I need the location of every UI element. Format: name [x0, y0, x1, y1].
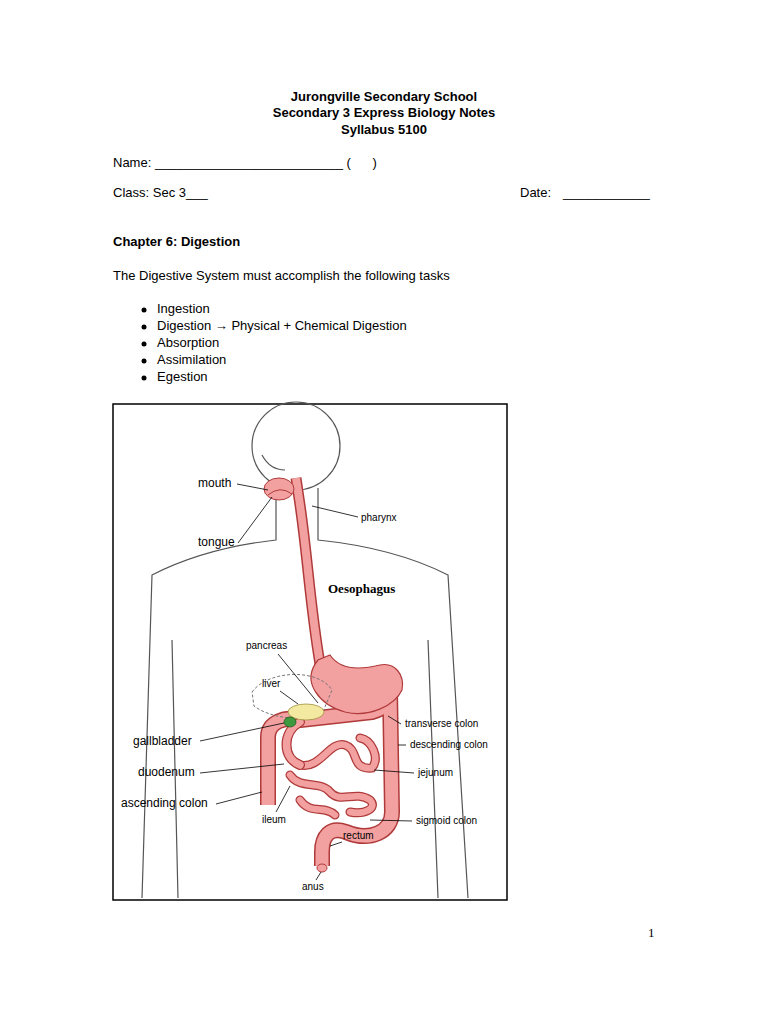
organ-label: rectum	[343, 830, 374, 842]
date-blank: ____________	[563, 186, 650, 201]
chapter-title: Chapter 6: Digestion	[113, 235, 240, 250]
organ-label: transverse colon	[405, 718, 478, 730]
school-name: Jurongville Secondary School	[0, 90, 768, 105]
notes-title: Secondary 3 Express Biology Notes	[0, 106, 768, 121]
organ-label: tongue	[198, 536, 235, 550]
organ-label: ileum	[262, 814, 286, 826]
organ-label: duodenum	[138, 766, 195, 780]
name-field: Name: __________________________ ( )	[113, 156, 377, 171]
syllabus: Syllabus 5100	[0, 123, 768, 138]
page-number: 1	[648, 926, 655, 941]
bullets	[142, 308, 147, 381]
task-item: Ingestion	[157, 302, 210, 317]
stomach	[311, 655, 402, 713]
organ-label: mouth	[198, 477, 231, 491]
organ-label: gallbladder	[133, 735, 192, 749]
intro-text: The Digestive System must accomplish the…	[113, 269, 450, 284]
class-field: Class: Sec 3___	[113, 186, 208, 201]
organ-label: jejunum	[418, 767, 453, 779]
organ-label: Oesophagus	[328, 582, 395, 597]
figure-frame	[113, 404, 507, 900]
organ-label: ascending colon	[121, 797, 208, 811]
mouth-cavity	[264, 478, 294, 500]
oesophagus-tube	[296, 478, 320, 664]
organ-label: liver	[262, 678, 280, 690]
organ-label: sigmoid colon	[416, 815, 477, 827]
date-label: Date:	[520, 186, 551, 201]
task-item: Assimilation	[157, 353, 226, 368]
task-item: Egestion	[157, 370, 208, 385]
organ-label: descending colon	[410, 739, 488, 751]
organ-label: pharynx	[361, 512, 397, 524]
organ-label: anus	[302, 881, 324, 893]
small-intestine	[287, 722, 376, 815]
task-item: Absorption	[157, 336, 219, 351]
organ-label: pancreas	[246, 640, 287, 652]
gallbladder	[284, 717, 296, 727]
task-item: Digestion → Physical + Chemical Digestio…	[157, 319, 407, 334]
tongue-shape	[268, 490, 292, 495]
